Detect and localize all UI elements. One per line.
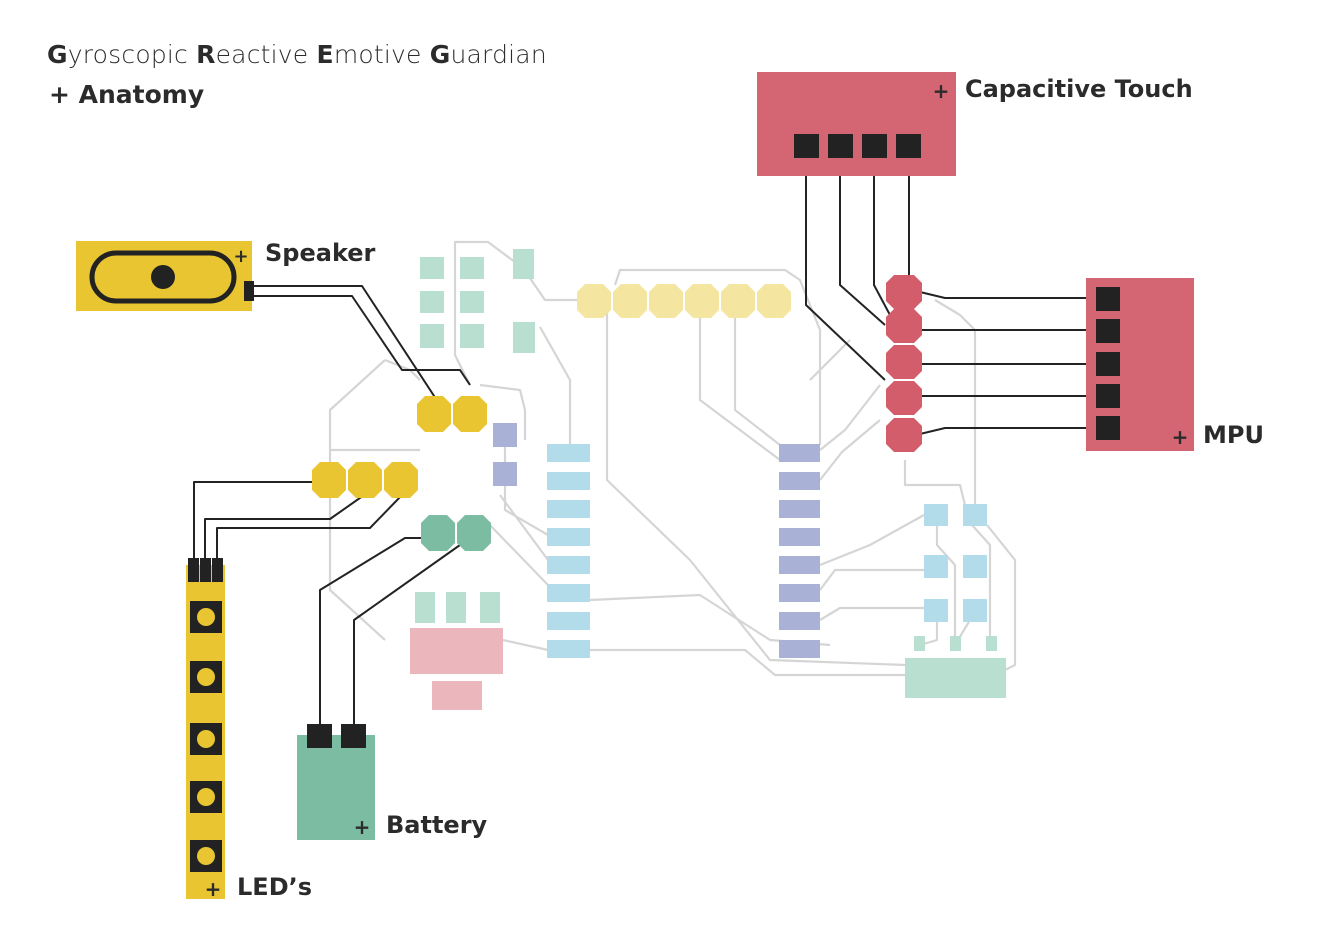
battery-header bbox=[421, 515, 491, 551]
title-word: Guardian bbox=[429, 40, 547, 69]
lavender-pads bbox=[493, 423, 820, 658]
page-title: Gyroscopic Reactive Emotive Guardian bbox=[47, 40, 547, 69]
mpu-module: + bbox=[1086, 278, 1194, 451]
speaker-label: Speaker bbox=[265, 239, 376, 267]
yellow-headers bbox=[312, 396, 487, 498]
title-word: Gyroscopic bbox=[47, 40, 188, 69]
board-traces bbox=[328, 240, 1017, 677]
led-strip: + bbox=[186, 558, 225, 901]
led-cells bbox=[190, 601, 222, 872]
battery-plus: + bbox=[354, 815, 371, 839]
pale-yellow-header bbox=[577, 284, 791, 318]
battery-module: + bbox=[297, 724, 375, 840]
leds-label: LED’s bbox=[237, 873, 313, 901]
mpu-label: MPU bbox=[1203, 421, 1264, 449]
title-word: Reactive bbox=[196, 40, 309, 69]
capacitive-touch-label: Capacitive Touch bbox=[965, 75, 1193, 103]
mpu-plus: + bbox=[1172, 425, 1189, 449]
capacitive-touch-module: + bbox=[757, 72, 956, 176]
pink-component bbox=[410, 628, 503, 710]
capacitive-touch-plus: + bbox=[933, 79, 950, 103]
light-blue-pads bbox=[547, 444, 987, 658]
speaker-plus: + bbox=[233, 246, 248, 267]
mint-pads bbox=[415, 249, 1006, 698]
mint-module bbox=[905, 658, 1006, 698]
leds-plus: + bbox=[205, 877, 222, 901]
wires bbox=[193, 155, 1098, 725]
anatomy-subtitle: + Anatomy bbox=[49, 80, 205, 109]
red-header-column bbox=[886, 275, 922, 452]
title-word: Emotive bbox=[316, 40, 422, 69]
battery-label: Battery bbox=[386, 811, 488, 839]
speaker-module: + bbox=[76, 241, 254, 311]
